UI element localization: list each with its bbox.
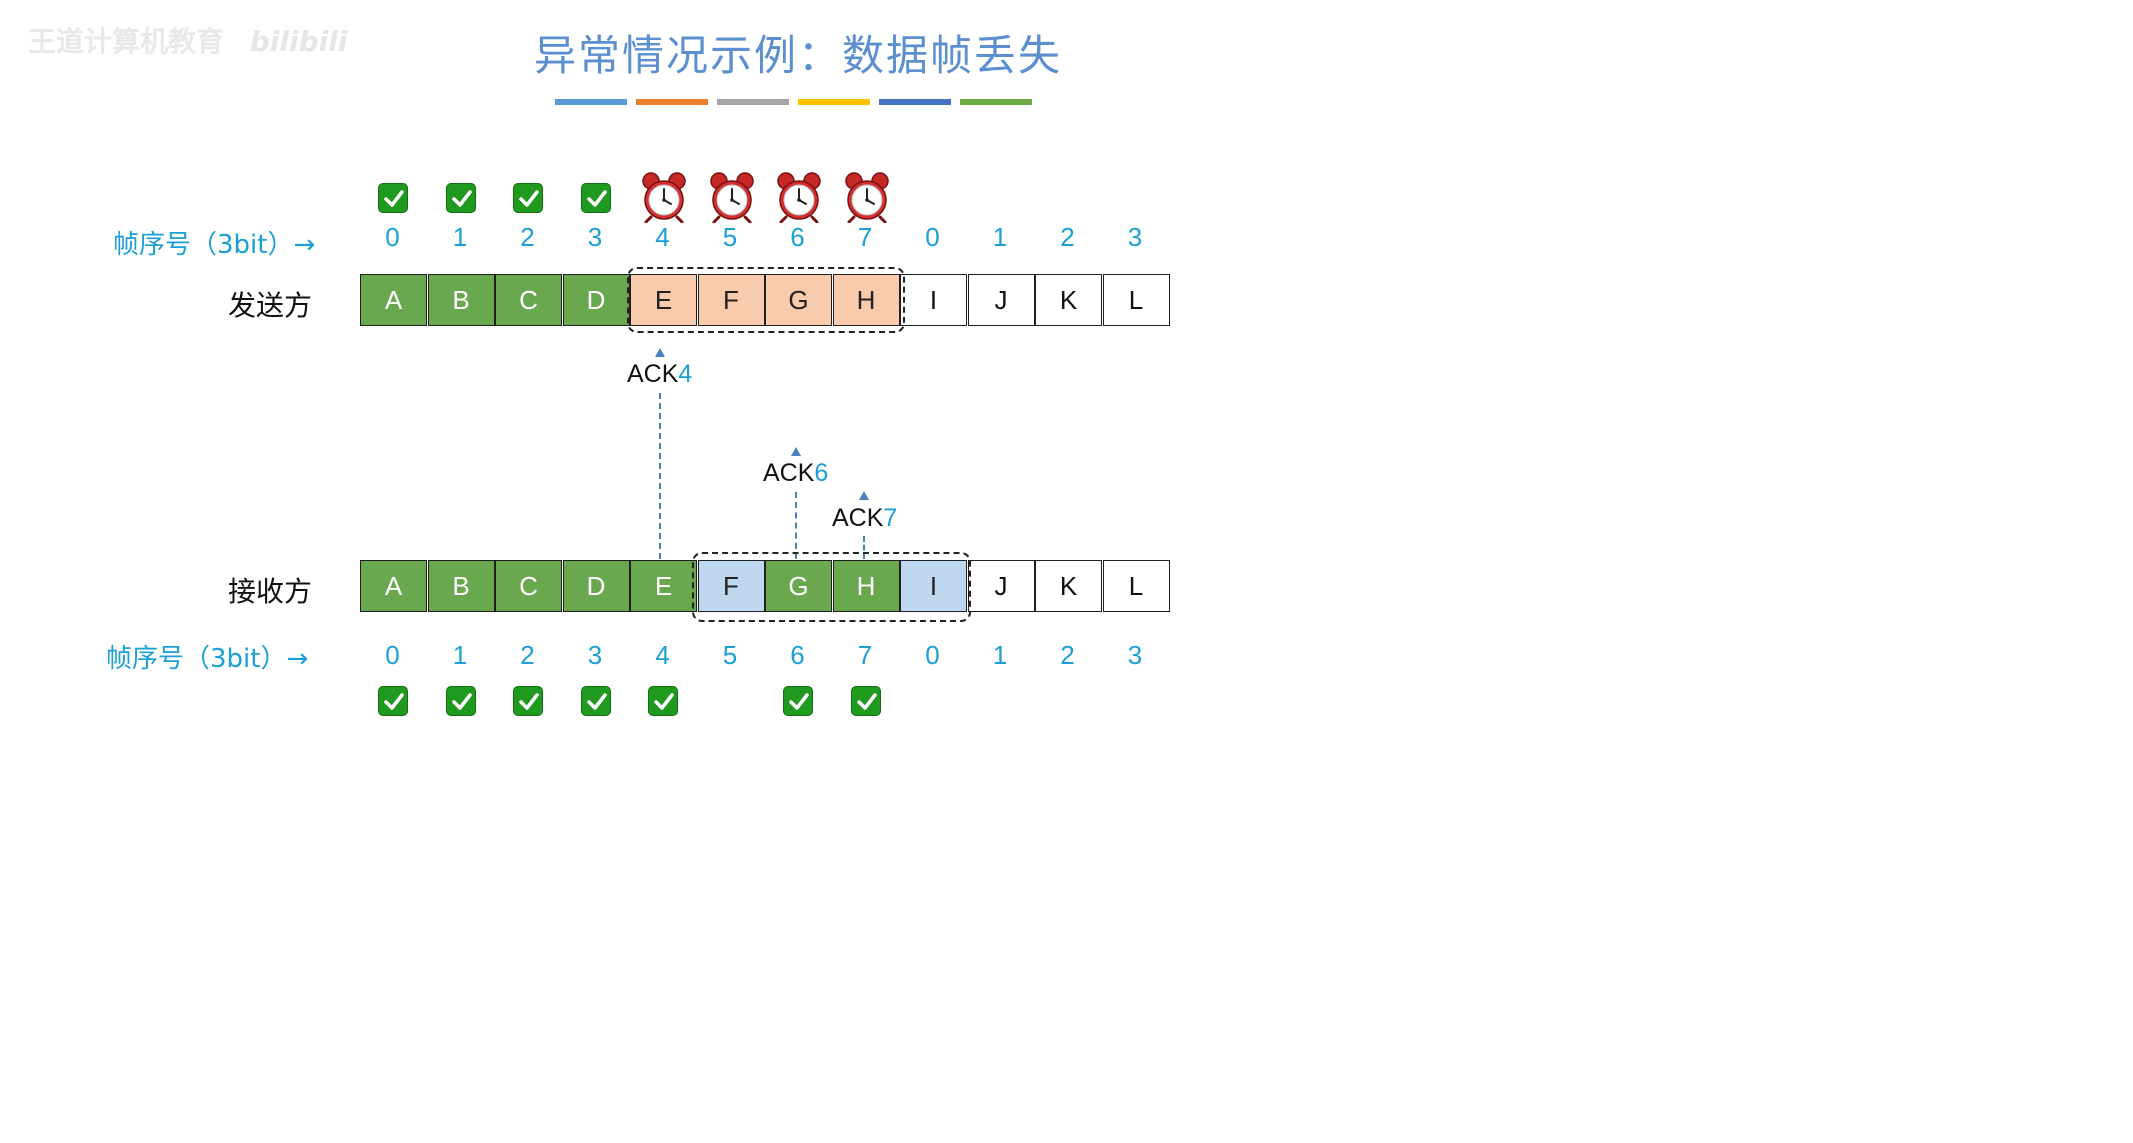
receiver-seq-number: 1 (452, 640, 468, 670)
receiver-frame-k: K (1035, 560, 1102, 612)
receiver-frame-d: D (562, 560, 630, 612)
ack4-arrowhead (655, 348, 665, 357)
ack7-arrowhead (859, 491, 869, 500)
sender-frame-f: F (697, 274, 765, 326)
receiver-frame-i: I (900, 560, 967, 612)
sender-seq-number: 7 (857, 222, 873, 252)
receiver-check-icon (648, 686, 678, 716)
receiver-seq-number: 5 (722, 640, 738, 670)
sender-window (627, 267, 905, 333)
receiver-frame-e: E (630, 560, 697, 612)
receiver-frame-h: H (832, 560, 900, 612)
receiver-check-icon (580, 686, 611, 716)
receiver-check-icon (445, 686, 476, 716)
receiver-frame-l: L (1102, 560, 1170, 612)
sender-frame-b: B (427, 274, 495, 326)
ack6-arrowhead (791, 447, 801, 456)
sender-seq-label: 帧序号（3bit）→ (113, 230, 316, 260)
sender-seq-number: 1 (992, 222, 1008, 252)
receiver-check-icon (850, 686, 881, 716)
sender-alarm-clock-icon (640, 171, 688, 224)
receiver-seq-number: 1 (992, 640, 1008, 670)
sender-seq-number: 1 (452, 222, 468, 252)
sender-frame-j: J (967, 274, 1035, 326)
sender-check-icon (378, 183, 408, 213)
sender-alarm-clock-icon (843, 171, 891, 224)
sender-frame-c: C (495, 274, 562, 326)
receiver-seq-number: 7 (857, 640, 873, 670)
receiver-frame-g: G (765, 560, 832, 612)
sender-seq-number: 4 (655, 222, 670, 252)
sender-seq-number: 2 (1060, 222, 1075, 252)
watermark-org: 王道计算机教育 (28, 25, 225, 58)
sender-seq-number: 2 (520, 222, 535, 252)
sender-check-icon (445, 183, 476, 213)
ack6-prefix: ACK (763, 459, 815, 487)
watermark-platform: bilibili (249, 25, 348, 58)
receiver-seq-number: 3 (587, 640, 603, 670)
sender-seq-number: 0 (925, 222, 940, 252)
title-main: 异常情况示例 (533, 31, 798, 80)
ack6-num: 6 (814, 459, 829, 487)
sender-frame-d: D (562, 274, 630, 326)
receiver-frame-f: F (697, 560, 765, 612)
ack4-line (659, 393, 661, 559)
sender-seq-number: 3 (1127, 222, 1143, 252)
sender-alarm-clock-icon (708, 171, 756, 224)
ack7-label: ACK7 (832, 504, 897, 533)
receiver-check-icon (513, 686, 543, 716)
receiver-window (692, 552, 971, 622)
sender-frame-a: A (360, 274, 427, 326)
ack7-line (863, 536, 865, 559)
color-bar-segment (717, 99, 789, 105)
receiver-seq-number: 0 (385, 640, 400, 670)
sender-frame-l: L (1102, 274, 1170, 326)
receiver-frame-b: B (427, 560, 495, 612)
sender-frame-h: H (832, 274, 900, 326)
receiver-check-icon (378, 686, 408, 716)
color-bar-segment (879, 99, 951, 105)
receiver-check-icon (783, 686, 813, 716)
color-bar-segment (798, 99, 870, 105)
sender-seq-number: 5 (722, 222, 738, 252)
ack7-prefix: ACK (832, 504, 884, 532)
sender-alarm-clock-icon (775, 171, 823, 224)
receiver-seq-number: 3 (1127, 640, 1143, 670)
receiver-seq-number: 2 (1060, 640, 1075, 670)
sender-frame-g: G (765, 274, 832, 326)
sender-check-icon (580, 183, 611, 213)
sender-seq-number: 3 (587, 222, 603, 252)
receiver-frame-j: J (967, 560, 1035, 612)
ack4-prefix: ACK (627, 360, 679, 388)
receiver-seq-number: 2 (520, 640, 535, 670)
sender-seq-number: 0 (385, 222, 400, 252)
ack4-num: 4 (678, 360, 693, 388)
ack6-label: ACK6 (763, 459, 828, 488)
sender-seq-number: 6 (790, 222, 805, 252)
sender-frame-i: I (900, 274, 967, 326)
color-bar-segment (636, 99, 708, 105)
color-bar-segment (555, 99, 627, 105)
receiver-seq-number: 4 (655, 640, 670, 670)
title-colon: ： (797, 31, 842, 80)
sender-check-icon (513, 183, 543, 213)
receiver-label: 接收方 (228, 575, 313, 608)
title-sub: 数据帧丢失 (842, 31, 1063, 80)
receiver-seq-number: 6 (790, 640, 805, 670)
sender-frame-k: K (1035, 274, 1102, 326)
receiver-frame-a: A (360, 560, 427, 612)
sender-label: 发送方 (228, 289, 313, 322)
ack4-label: ACK4 (627, 360, 692, 389)
ack7-num: 7 (883, 504, 898, 532)
watermark: 王道计算机教育 bilibili (28, 20, 347, 60)
receiver-seq-label: 帧序号（3bit）→ (106, 644, 309, 674)
color-bar-segment (960, 99, 1032, 105)
ack6-line (795, 492, 797, 559)
receiver-frame-c: C (495, 560, 562, 612)
receiver-seq-number: 0 (925, 640, 940, 670)
sender-frame-e: E (630, 274, 697, 326)
slide-title: 异常情况示例：数据帧丢失 (0, 22, 1596, 83)
